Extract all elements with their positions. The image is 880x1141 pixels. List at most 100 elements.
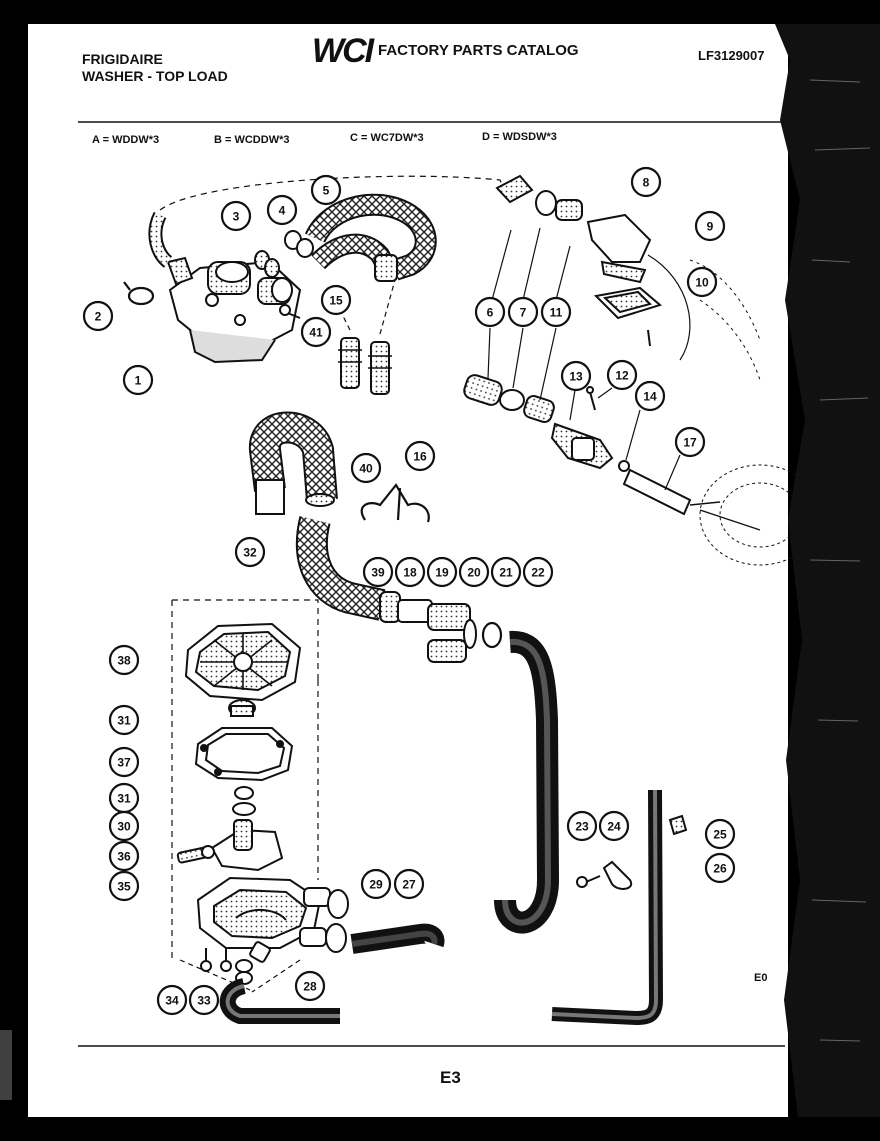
callout-number: 39 <box>371 566 385 580</box>
callout-number: 14 <box>643 390 657 404</box>
callout-number: 30 <box>117 820 131 834</box>
screw-part-23 <box>576 875 601 888</box>
callout-circle <box>122 364 154 396</box>
callout-circle <box>300 316 332 348</box>
seals-part-31-lower <box>232 786 256 816</box>
callout-7: 7 <box>507 296 539 328</box>
callout-12: 12 <box>606 359 638 391</box>
clip-part-25 <box>668 814 688 836</box>
callout-25: 25 <box>704 818 736 850</box>
callout-circle <box>630 166 662 198</box>
callout-number: 5 <box>323 184 330 198</box>
callout-38: 38 <box>108 644 140 676</box>
callout-9: 9 <box>694 210 726 242</box>
tub-outline-sketch <box>689 259 761 381</box>
callout-number: 31 <box>117 714 131 728</box>
callout-circle <box>108 810 140 842</box>
callout-number: 37 <box>117 756 131 770</box>
callout-number: 40 <box>359 462 373 476</box>
callout-number: 34 <box>165 994 179 1008</box>
callout-18: 18 <box>394 556 426 588</box>
callout-16: 16 <box>404 440 436 472</box>
left-scan-mark <box>0 1030 12 1100</box>
callout-number: 29 <box>369 878 383 892</box>
callout-13: 13 <box>560 360 592 392</box>
callout-circle <box>704 852 736 884</box>
callout-number: 36 <box>117 850 131 864</box>
leader-lines-middle <box>487 327 681 491</box>
callout-6: 6 <box>474 296 506 328</box>
screen-washers-part-3 <box>254 250 280 278</box>
callout-number: 17 <box>683 436 697 450</box>
callout-35: 35 <box>108 870 140 902</box>
callout-circle <box>540 296 572 328</box>
callout-4: 4 <box>266 194 298 226</box>
callout-34: 34 <box>156 984 188 1016</box>
callout-5: 5 <box>310 174 342 206</box>
screw-part-41 <box>279 304 301 319</box>
washers-part-4 <box>284 230 314 258</box>
callout-circle <box>606 359 638 391</box>
drain-hose-part-39 <box>295 516 386 621</box>
callout-number: 24 <box>607 820 621 834</box>
callout-36: 36 <box>108 840 140 872</box>
model-legend-c: C = WC7DW*3 <box>350 132 424 144</box>
callout-circle <box>404 440 436 472</box>
callout-circle <box>156 984 188 1016</box>
callout-number: 32 <box>243 546 257 560</box>
callout-circle <box>560 360 592 392</box>
callout-circle <box>394 556 426 588</box>
callout-circle <box>704 818 736 850</box>
callout-21: 21 <box>490 556 522 588</box>
nozzle-assembly-top <box>495 174 583 221</box>
callout-1: 1 <box>122 364 154 396</box>
drain-hose-part-40 <box>249 411 338 515</box>
nozzle-dashed-line <box>647 254 691 361</box>
callout-number: 12 <box>615 369 629 383</box>
callout-29: 29 <box>360 868 392 900</box>
callout-11: 11 <box>540 296 572 328</box>
callout-number: 13 <box>569 370 583 384</box>
callout-circle <box>188 984 220 1016</box>
callout-circle <box>108 746 140 778</box>
brand-label: FRIGIDAIRE <box>82 51 163 67</box>
callout-number: 2 <box>95 310 102 324</box>
callout-number: 3 <box>233 210 240 224</box>
callout-41: 41 <box>300 316 332 348</box>
callout-circle <box>362 556 394 588</box>
callout-number: 18 <box>403 566 417 580</box>
callout-circle <box>634 380 666 412</box>
fill-nozzle-part-8 <box>586 213 652 284</box>
catalog-title: FACTORY PARTS CATALOG <box>378 42 579 59</box>
callout-31: 31 <box>108 704 140 736</box>
callout-14: 14 <box>634 380 666 412</box>
callout-circle <box>320 284 352 316</box>
callout-33: 33 <box>188 984 220 1016</box>
callout-number: 6 <box>487 306 494 320</box>
callout-circle <box>674 426 706 458</box>
tub-ring-sketch <box>699 464 821 566</box>
scan-edge <box>775 24 880 1117</box>
hose-clamp-part-15 <box>374 254 398 282</box>
parts-6-7-11 <box>463 374 555 423</box>
seal-part-31-upper <box>228 699 256 717</box>
callout-number: 26 <box>713 862 727 876</box>
callout-20: 20 <box>458 556 490 588</box>
callout-19: 19 <box>426 556 458 588</box>
callout-circle <box>360 868 392 900</box>
callout-circle <box>566 810 598 842</box>
screw-part-12 <box>586 386 596 411</box>
callout-number: 16 <box>413 450 427 464</box>
callout-2: 2 <box>82 300 114 332</box>
callout-circle <box>108 840 140 872</box>
callout-number: 19 <box>435 566 449 580</box>
callout-8: 8 <box>630 166 662 198</box>
callout-32: 32 <box>234 536 266 568</box>
pump-cover-part-38 <box>184 622 302 702</box>
callout-40: 40 <box>350 452 382 484</box>
callout-number: 9 <box>707 220 714 234</box>
mixing-valve-part-1 <box>166 256 302 364</box>
callout-number: 22 <box>531 566 545 580</box>
callout-circle <box>220 200 252 232</box>
